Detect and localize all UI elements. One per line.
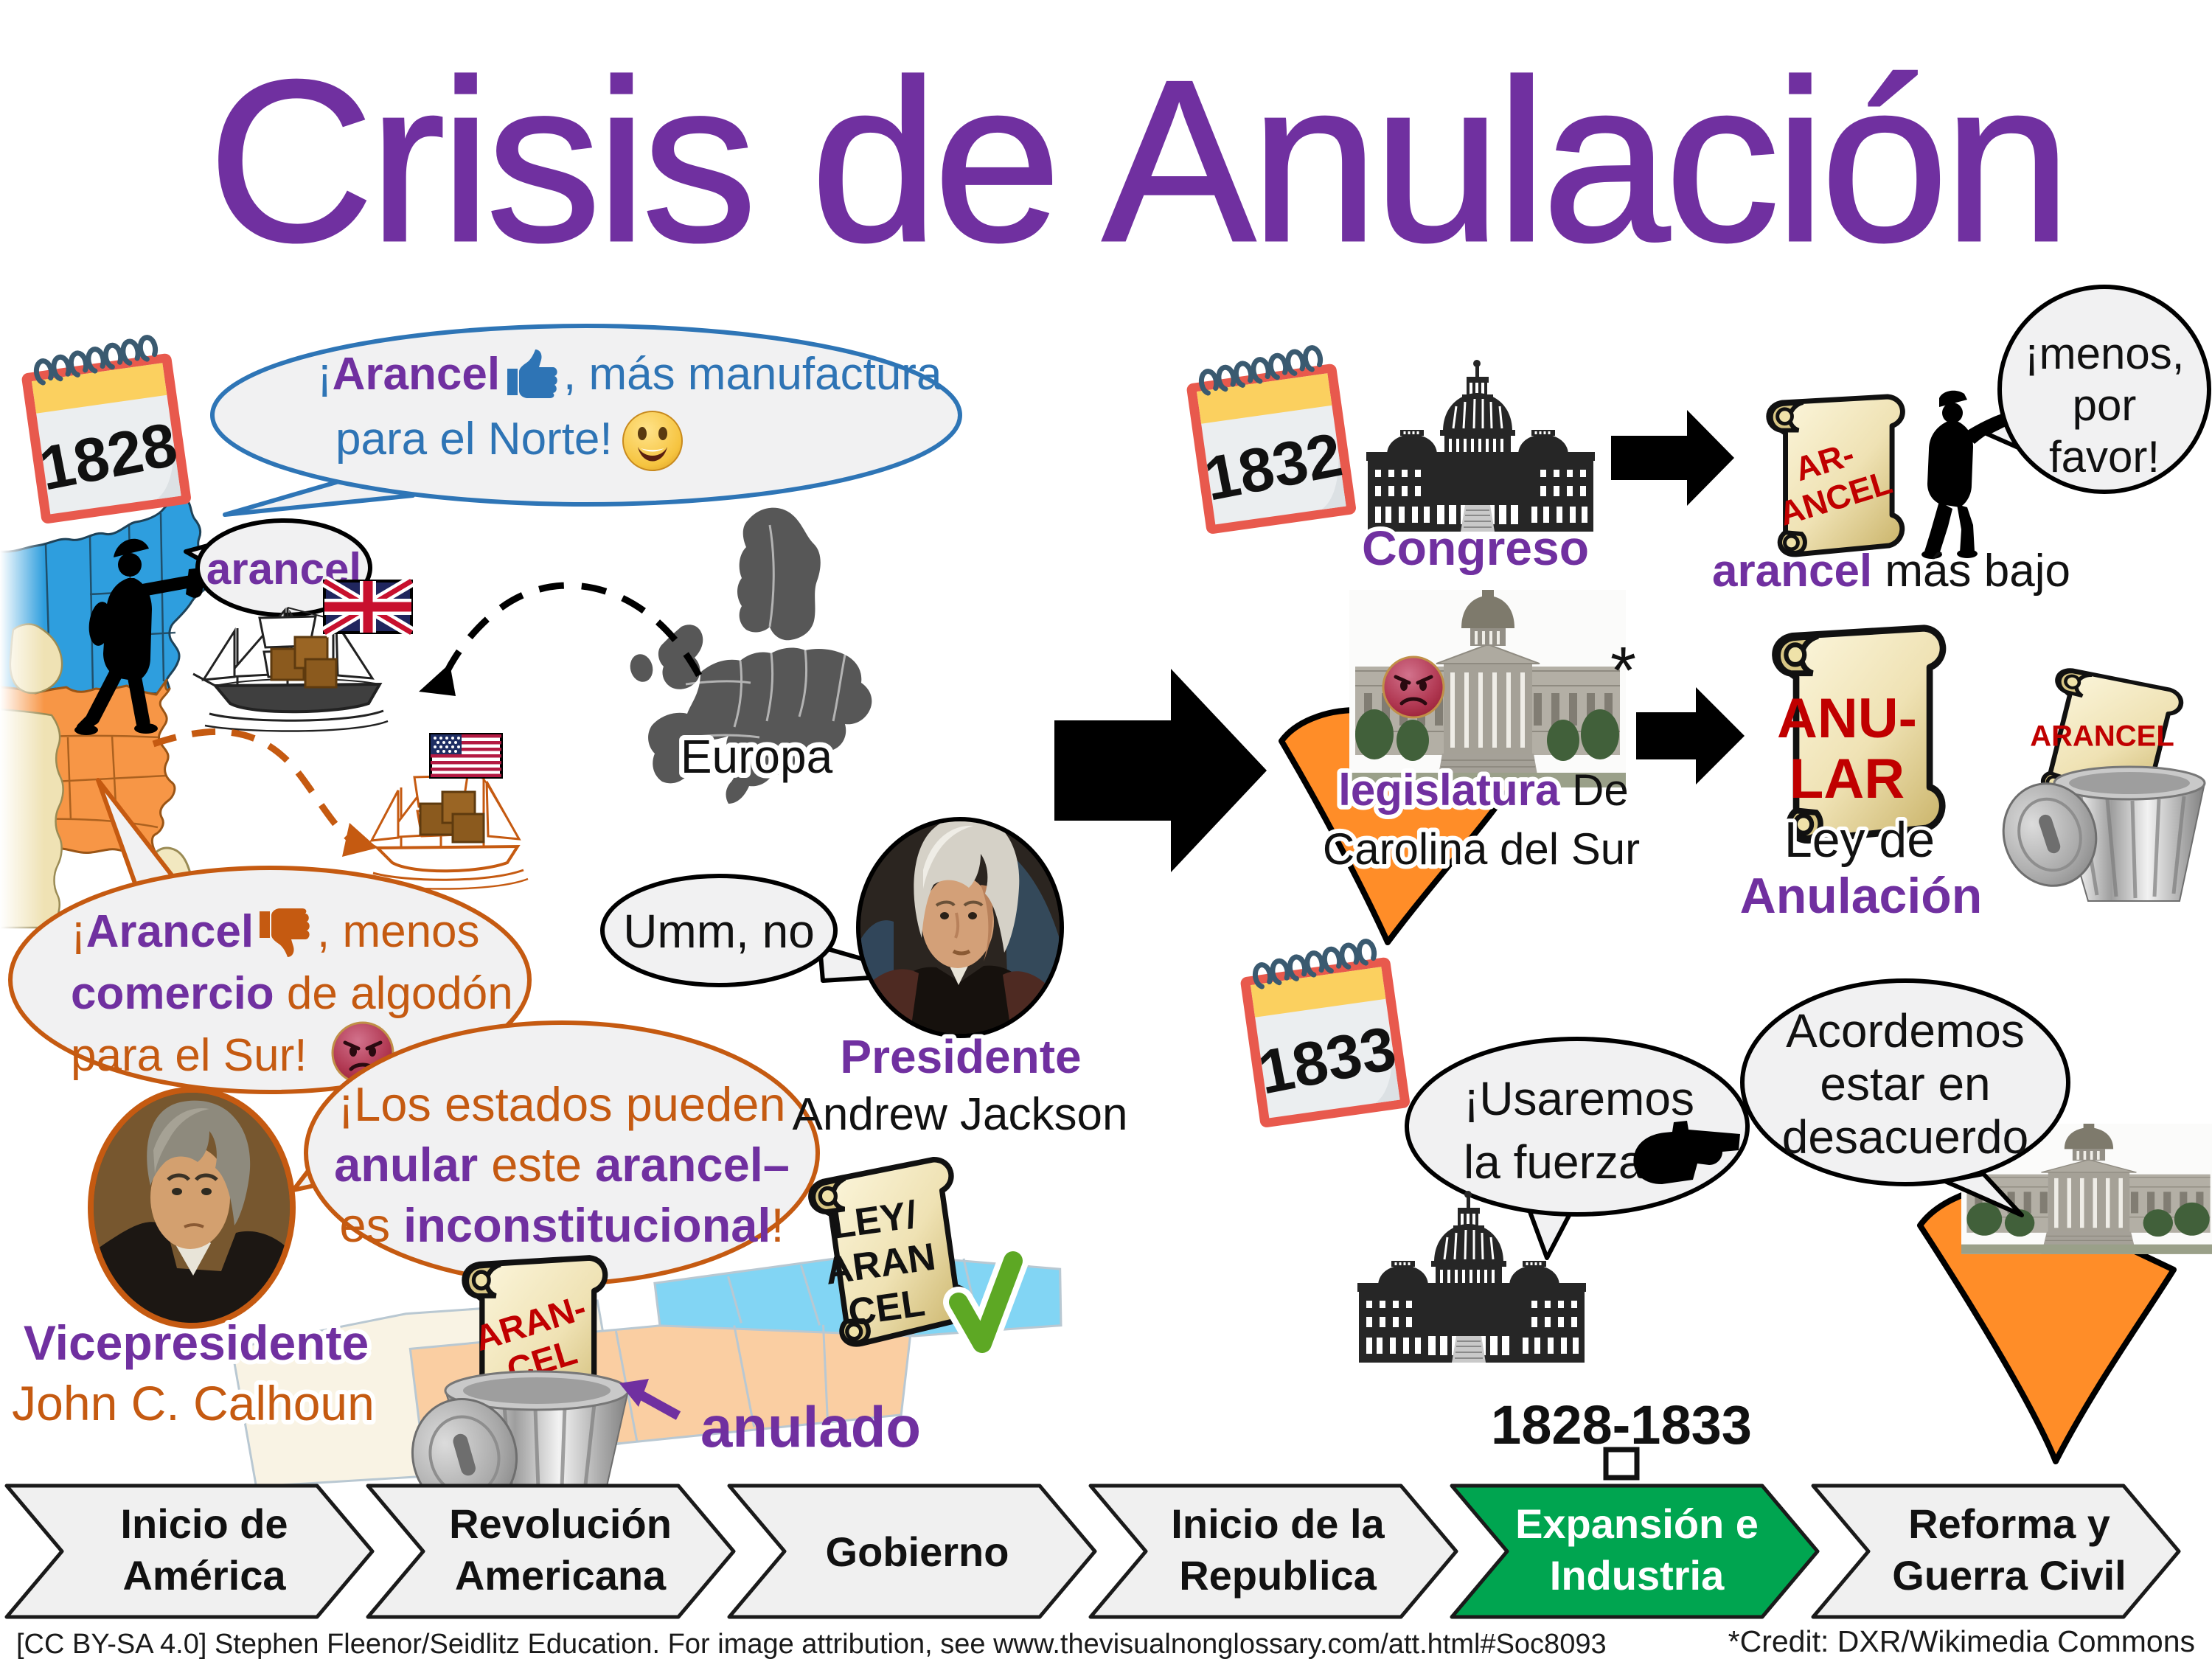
svg-text:Expansión e: Expansión e bbox=[1515, 1500, 1759, 1547]
svg-text:Andrew Jackson: Andrew Jackson bbox=[793, 1089, 1128, 1140]
svg-text:Vicepresidente: Vicepresidente bbox=[24, 1315, 369, 1370]
svg-text:Crisis de Anulación: Crisis de Anulación bbox=[208, 33, 2066, 290]
svg-text:¡Los estados pueden: ¡Los estados pueden bbox=[338, 1077, 785, 1131]
svg-text:es inconstitucional!: es inconstitucional! bbox=[339, 1198, 784, 1252]
svg-text:, más manufactura: , más manufactura bbox=[563, 349, 942, 400]
svg-text:por: por bbox=[2073, 380, 2137, 430]
svg-text:Ley de: Ley de bbox=[1784, 812, 1935, 868]
svg-text:comercio de algodón: comercio de algodón bbox=[71, 968, 513, 1019]
svg-text:Industria: Industria bbox=[1550, 1552, 1725, 1599]
svg-text:¡menos,: ¡menos, bbox=[2025, 329, 2185, 378]
svg-text:ARANCEL: ARANCEL bbox=[2030, 720, 2174, 752]
svg-text:¡Usaremos: ¡Usaremos bbox=[1464, 1072, 1694, 1125]
svg-text:desacuerdo: desacuerdo bbox=[1782, 1110, 2028, 1164]
svg-text:Reforma y: Reforma y bbox=[1908, 1500, 2110, 1547]
svg-text:ANU-: ANU- bbox=[1777, 687, 1917, 750]
svg-text:LAR: LAR bbox=[1790, 748, 1905, 810]
svg-text:1828-1833: 1828-1833 bbox=[1491, 1394, 1752, 1455]
svg-text:Anulación: Anulación bbox=[1740, 868, 1983, 924]
svg-text:Inicio de: Inicio de bbox=[120, 1500, 288, 1547]
svg-text:Gobierno: Gobierno bbox=[826, 1528, 1009, 1575]
svg-text:Congreso: Congreso bbox=[1362, 521, 1589, 575]
svg-text:Revolución: Revolución bbox=[449, 1500, 672, 1547]
svg-text:Carolina del Sur: Carolina del Sur bbox=[1323, 824, 1640, 874]
svg-text:para el Sur!: para el Sur! bbox=[71, 1030, 307, 1081]
svg-text:Europa: Europa bbox=[681, 730, 833, 783]
svg-text:América: América bbox=[122, 1552, 286, 1599]
svg-text:Inicio de la: Inicio de la bbox=[1171, 1500, 1385, 1547]
svg-text:John C. Calhoun: John C. Calhoun bbox=[12, 1376, 375, 1430]
svg-text:, menos: , menos bbox=[317, 906, 480, 957]
svg-text:para el Norte!: para el Norte! bbox=[335, 414, 613, 465]
svg-text:¡Arancel: ¡Arancel bbox=[71, 906, 254, 957]
svg-text:*Credit: DXR/Wikimedia Commons: *Credit: DXR/Wikimedia Commons bbox=[1728, 1624, 2195, 1658]
svg-text:Umm, no: Umm, no bbox=[623, 905, 815, 958]
svg-text:anulado: anulado bbox=[700, 1394, 921, 1459]
svg-text:Presidente: Presidente bbox=[840, 1030, 1081, 1083]
svg-text:[CC BY-SA 4.0] Stephen Fleenor: [CC BY-SA 4.0] Stephen Fleenor/Seidlitz … bbox=[16, 1629, 1607, 1659]
svg-text:anular este arancel–: anular este arancel– bbox=[334, 1138, 790, 1192]
svg-text:Americana: Americana bbox=[455, 1552, 667, 1599]
svg-text:Acordemos: Acordemos bbox=[1786, 1004, 2025, 1057]
svg-text:Guerra Civil: Guerra Civil bbox=[1892, 1552, 2126, 1599]
svg-text:estar en: estar en bbox=[1820, 1057, 1990, 1110]
svg-text:*: * bbox=[1610, 634, 1636, 708]
svg-text:favor!: favor! bbox=[2049, 432, 2160, 481]
svg-text:legislatura De: legislatura De bbox=[1338, 765, 1629, 815]
svg-text:arancel más bajo: arancel más bajo bbox=[1712, 546, 2070, 597]
svg-text:Republica: Republica bbox=[1179, 1552, 1377, 1599]
svg-text:la fuerza!: la fuerza! bbox=[1464, 1135, 1658, 1189]
svg-text:¡Arancel: ¡Arancel bbox=[317, 349, 500, 400]
